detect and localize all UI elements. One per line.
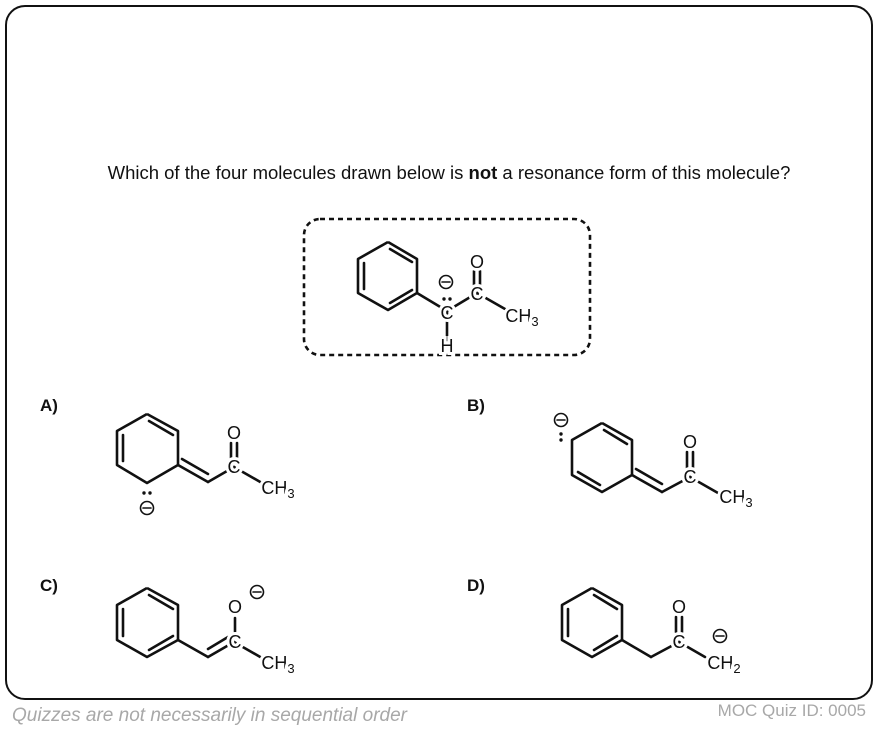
atom-label-part: 3 [531,314,538,329]
atom-carbonyl-c: C [673,632,686,652]
bond [147,634,175,652]
atom-oxygen: O [227,423,241,443]
atom-methyl: CH3 [719,487,752,510]
benzene-ring [356,240,419,312]
atom-label-part: CH [707,653,733,673]
atom-carbanion: C [441,303,454,323]
bond [388,247,414,264]
charge-mark [559,432,563,436]
sequence-note: Quizzes are not necessarily in sequentia… [12,705,407,726]
atom-label-part: CH [261,478,287,498]
atom-methyl: CH3 [505,306,538,329]
bond [688,475,720,495]
bond [475,291,507,311]
option-a-molecule[interactable]: C O CH3 [115,412,298,516]
bond [634,467,664,486]
charge-mark [142,491,146,495]
negative-charge-icon [553,412,569,428]
atom-label-part: CH [719,487,745,507]
question-part: Which of the four molecules drawn below … [107,162,469,183]
bond [592,634,619,652]
bond [232,640,264,660]
lone-pair-dot [448,297,452,301]
option-d-molecule[interactable]: C O CH2 [560,586,744,679]
dashed-box [302,217,592,357]
bond [660,475,692,494]
atom-oxygen: O [683,432,697,452]
bond [445,291,479,313]
question-emphasis: not [468,162,498,183]
option-c-label[interactable]: C) [40,576,58,595]
atom-label-part: 3 [287,486,294,501]
reference-molecule: C C O CH3 H [302,217,592,359]
bond [592,593,619,611]
bond [206,640,236,659]
bond [388,288,414,305]
atom-methyl: CH3 [261,478,294,501]
atom-oxygen: O [672,597,686,617]
lone-pair-dot [442,297,446,301]
benzene-ring [570,421,634,494]
bond [630,473,664,494]
atom-carbonyl-c: C [228,457,241,477]
negative-charge-icon [249,584,265,600]
question-text: Which of the four molecules drawn below … [0,162,878,184]
benzene-ring [115,586,180,659]
option-a-label[interactable]: A) [40,396,58,415]
atom-carbonyl-c: C [229,632,242,652]
bond [147,419,175,437]
atom-carbonyl-c: C [684,467,697,487]
atom-methyl: CH3 [261,653,294,676]
negative-charge-icon [139,500,155,516]
option-c-molecule[interactable]: C O CH3 [115,584,298,679]
atom-hydrogen: H [441,336,454,356]
quiz-card [5,5,873,700]
option-b-label[interactable]: B) [467,396,485,415]
bond [180,457,210,476]
quiz-id: MOC Quiz ID: 0005 [717,701,866,720]
bond [176,638,210,659]
atom-label-part: 3 [287,661,294,676]
negative-charge-icon [712,628,728,644]
negative-charge-icon [438,274,454,290]
option-d-label[interactable]: D) [467,576,485,595]
benzene-ring [560,586,624,659]
atom-oxygen: O [470,252,484,272]
bond [576,470,602,487]
bond [620,638,653,659]
question-part: a resonance form of this molecule? [497,162,791,183]
option-b-molecule[interactable]: C O CH3 [553,412,756,513]
bond [677,640,707,659]
bond [649,640,681,659]
atom-label-part: 3 [745,495,752,510]
benzene-ring [115,412,180,485]
atom-label-part: CH [505,306,531,326]
bond [602,428,629,446]
bond [206,465,236,484]
atom-methylene: CH2 [707,653,740,676]
atom-label-part: 2 [733,661,740,676]
bond [232,465,264,485]
atom-label-part: CH [261,653,287,673]
bond [147,593,175,611]
atom-oxygen: O [228,597,242,617]
charge-mark [148,491,152,495]
charge-mark [559,438,563,442]
bond [176,463,210,484]
bond [206,635,230,651]
atom-carbonyl-c: C [471,284,484,304]
bond [415,291,449,313]
